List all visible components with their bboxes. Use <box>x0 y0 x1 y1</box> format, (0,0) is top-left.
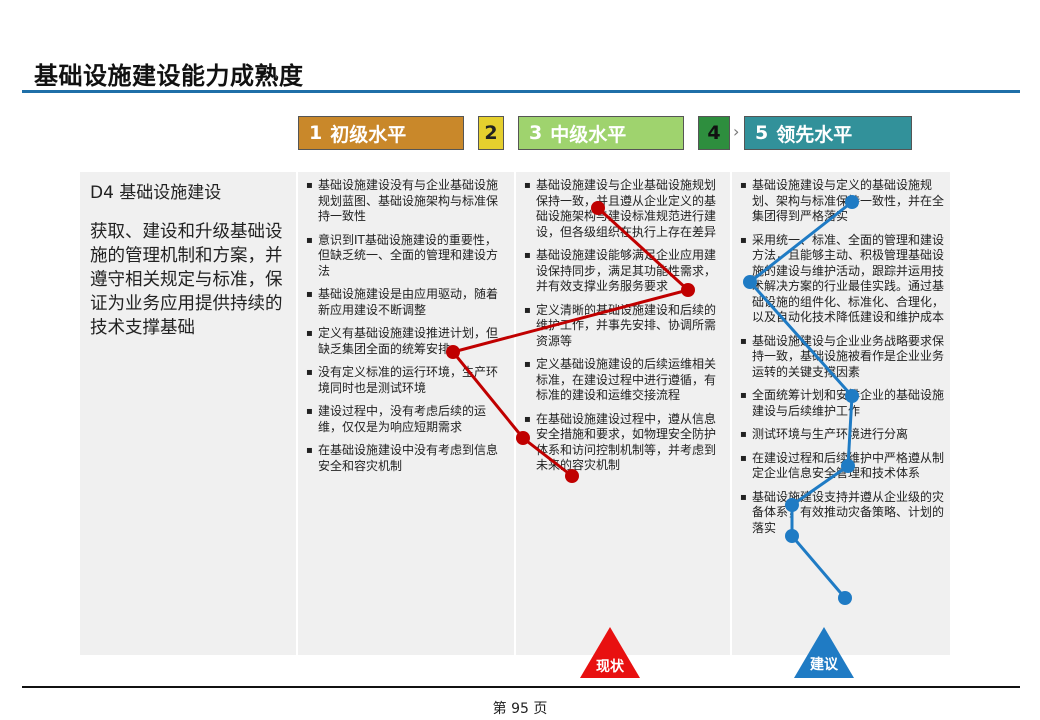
level-4-header: 4 <box>698 116 730 150</box>
current-state-point <box>591 201 605 215</box>
current-state-point <box>446 345 460 359</box>
list-item: 基础设施建设是由应用驱动，随着新应用建设不断调整 <box>306 287 506 318</box>
target-label: 建议 <box>810 656 839 673</box>
current-state-point <box>681 283 695 297</box>
target-marker <box>794 627 854 678</box>
title-divider <box>22 90 1020 93</box>
list-item: 定义基础设施建设的后续运维相关标准，在建设过程中进行遵循，有标准的建设和运维交接… <box>524 357 724 404</box>
capability-panel <box>80 172 296 655</box>
current-state-label: 现状 <box>596 658 625 675</box>
list-item: 全面统筹计划和安排企业的基础设施建设与后续维护工作 <box>740 388 944 419</box>
level-4-number: 4 <box>707 122 721 144</box>
level-arrow <box>464 120 476 146</box>
current-state-point <box>565 469 579 483</box>
current-state-path <box>446 201 695 483</box>
level-1-header: 1 初级水平 <box>298 116 464 150</box>
list-item: 定义清晰的基础设施建设和后续的维护工作，并事先安排、协调所需资源等 <box>524 303 724 350</box>
level-3-number: 3 <box>529 122 543 144</box>
list-item: 定义有基础设施建设推进计划，但缺乏集团全面的统筹安排 <box>306 326 506 357</box>
target-point <box>785 498 799 512</box>
level-2-header: 2 <box>478 116 504 150</box>
page-number: 第 95 页 <box>492 701 548 717</box>
list-item: 基础设施建设能够满足企业应用建设保持同步，满足其功能性需求，并有效支撑业务服务要… <box>524 248 724 295</box>
level-5-number: 5 <box>755 122 769 144</box>
current-state-line <box>450 206 692 478</box>
chevron-right-icon: › <box>733 122 740 141</box>
capability-description: 获取、建设和升级基础设施的管理机制和方案，并遵守相关规定与标准，保证为业务应用提… <box>90 222 283 338</box>
capability-heading: D4 基础设施建设 <box>90 183 222 203</box>
level-3-criteria: 基础设施建设与企业基础设施规划保持一致，并且遵从企业定义的基础设施架构与建设标准… <box>524 178 724 482</box>
level-3-label: 中级水平 <box>550 123 627 146</box>
list-item: 在基础设施建设中没有考虑到信息安全和容灾机制 <box>306 443 506 474</box>
target-point <box>845 389 859 403</box>
list-item: 基础设施建设与企业基础设施规划保持一致，并且遵从企业定义的基础设施架构与建设标准… <box>524 178 724 240</box>
level-5-header: 5 领先水平 <box>744 116 912 150</box>
target-point <box>743 275 757 289</box>
list-item: 采用统一、标准、全面的管理和建设方法，且能够主动、积极管理基础设施的建设与维护活… <box>740 233 944 326</box>
list-item: 没有定义标准的运行环境，生产环境同时也是测试环境 <box>306 365 506 396</box>
target-path <box>743 195 859 605</box>
target-point <box>838 591 852 605</box>
footer-divider <box>22 686 1020 688</box>
target-line <box>747 200 854 599</box>
current-state-point <box>516 431 530 445</box>
target-point <box>845 195 859 209</box>
level-1-criteria: 基础设施建设没有与企业基础设施规划蓝图、基础设施架构与标准保持一致性 意识到IT… <box>306 178 506 482</box>
list-item: 意识到IT基础设施建设的重要性，但缺乏统一、全面的管理和建设方法 <box>306 233 506 280</box>
level-3-header: 3 中级水平 <box>518 116 684 150</box>
target-point <box>785 529 799 543</box>
target-point <box>841 459 855 473</box>
list-item: 建设过程中，没有考虑后续的运维，仅仅是为响应短期需求 <box>306 404 506 435</box>
level-2-number: 2 <box>484 122 498 144</box>
level-5-label: 领先水平 <box>776 123 853 146</box>
current-state-marker <box>580 627 640 678</box>
list-item: 测试环境与生产环境进行分离 <box>740 427 944 443</box>
list-item: 基础设施建设没有与企业基础设施规划蓝图、基础设施架构与标准保持一致性 <box>306 178 506 225</box>
list-item: 在基础设施建设过程中，遵从信息安全措施和要求，如物理安全防护体系和访问控制机制等… <box>524 412 724 474</box>
level-1-number: 1 <box>309 122 323 144</box>
level-1-label: 初级水平 <box>330 123 407 146</box>
page-title: 基础设施建设能力成熟度 <box>34 62 304 90</box>
